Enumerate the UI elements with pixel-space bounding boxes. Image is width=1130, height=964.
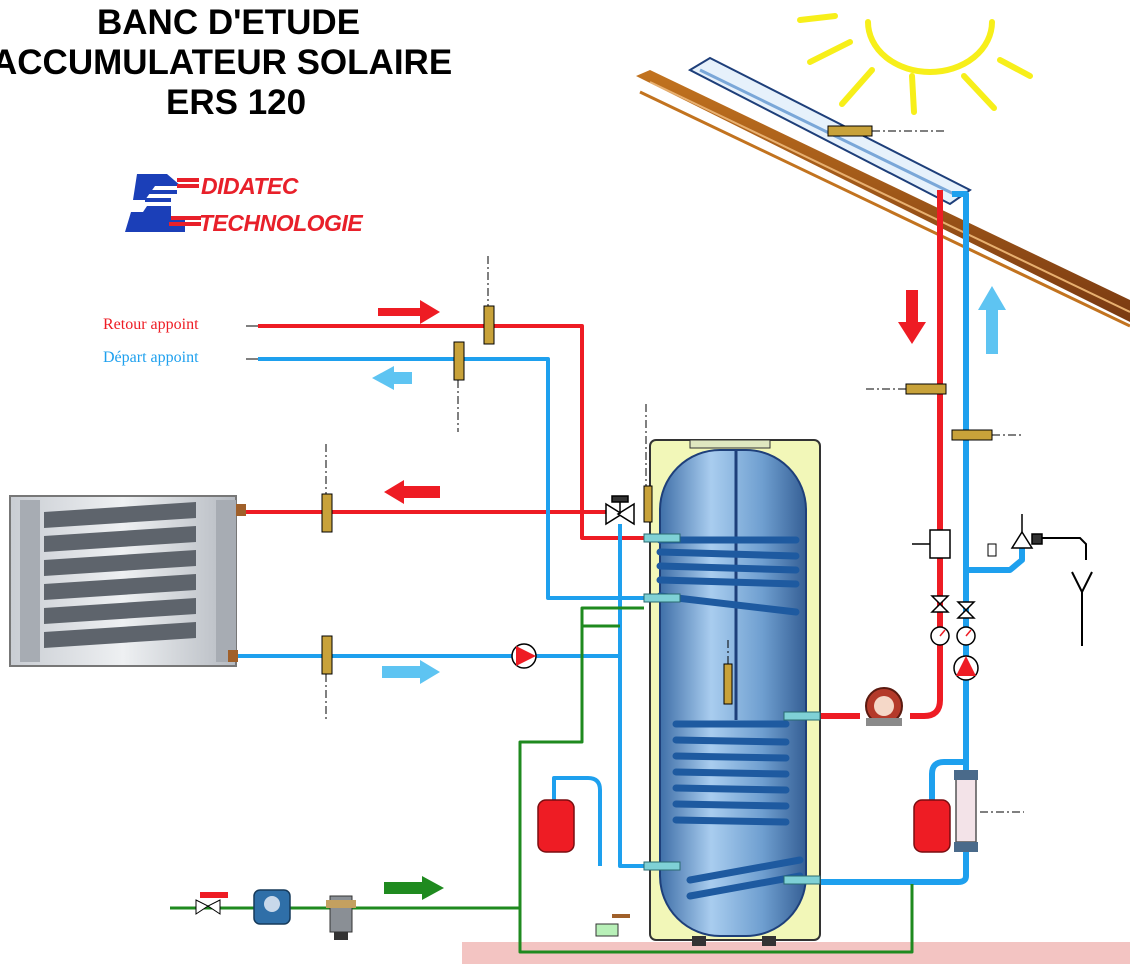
company-logo: DIDATEC TECHNOLOGIE	[125, 170, 425, 240]
hot-isolation-valve-icon	[930, 595, 950, 613]
hot-supply-arrow	[384, 480, 440, 504]
fan-convector-icon	[9, 495, 246, 667]
convector-return-sensor	[321, 635, 333, 675]
label-depart-appoint: Départ appoint	[103, 349, 199, 366]
safety-valve-icon	[1010, 514, 1087, 560]
sun-icon	[797, 13, 1033, 115]
supply-water-meter-icon	[253, 889, 291, 925]
tank-ports	[643, 533, 821, 885]
air-separator-icon	[912, 529, 951, 559]
solar-pump-icon	[953, 655, 979, 681]
heating-pump-icon	[511, 643, 537, 669]
small-gauge	[987, 543, 997, 557]
solar-cold-sensor	[951, 429, 993, 441]
title-line-3: ERS 120	[166, 83, 307, 122]
upper-heat-exchanger-coil	[656, 536, 800, 616]
supply-arrow	[384, 876, 444, 900]
cold-pressure-gauge-icon	[956, 626, 976, 646]
solar-cold-up-arrow	[978, 286, 1006, 354]
drain-tray-icon	[595, 914, 630, 937]
solar-cold-pipe	[820, 191, 1025, 885]
supply-valve-icon	[195, 892, 228, 915]
cold-flow-arrow	[382, 660, 440, 684]
solar-hot-pipe	[820, 190, 943, 719]
roof	[636, 70, 1130, 328]
retour-sensor	[483, 305, 495, 345]
logo-line-2: TECHNOLOGIE	[199, 210, 363, 236]
lower-heat-exchanger-coil	[672, 720, 804, 900]
heating-expansion-vessel-icon	[537, 799, 575, 853]
cold-water-supply-pipe	[170, 606, 914, 954]
appoint-cold-pipe	[238, 357, 660, 868]
cold-isolation-valve-icon	[956, 601, 976, 619]
retour-arrow	[378, 300, 440, 324]
depart-arrow	[372, 366, 412, 390]
title-line-2: ACCUMULATEUR SOLAIRE	[0, 43, 453, 82]
filter-icon	[326, 895, 356, 940]
tank-sensor	[723, 663, 733, 705]
logo-mark-icon	[125, 174, 201, 232]
solar-expansion-vessel-icon	[913, 799, 951, 853]
water-meter-icon	[865, 687, 903, 726]
label-retour-appoint: Retour appoint	[103, 316, 199, 333]
depart-sensor	[453, 341, 465, 381]
collector-sensor	[827, 125, 873, 137]
title-line-1: BANC D'ETUDE	[97, 3, 361, 42]
logo-line-1: DIDATEC	[201, 173, 299, 199]
flow-meter-icon	[954, 770, 978, 852]
hot-pressure-gauge-icon	[930, 626, 950, 646]
three-way-valve-icon	[605, 495, 635, 526]
convector-supply-sensor	[321, 493, 333, 533]
solar-hot-sensor	[905, 383, 947, 395]
solar-hot-down-arrow	[898, 290, 926, 344]
drain-funnel-icon	[1071, 571, 1093, 646]
